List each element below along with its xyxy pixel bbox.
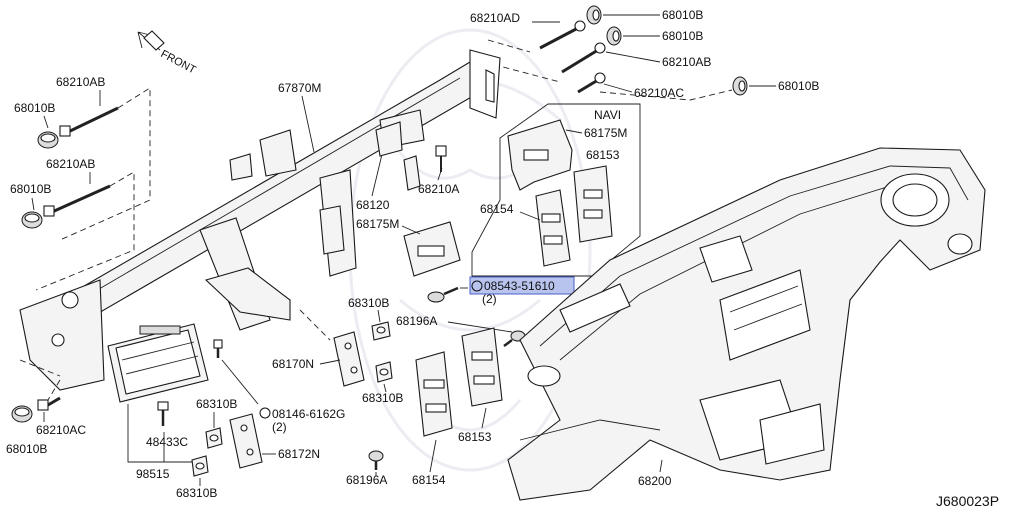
label-68153-lower: 68153 (458, 430, 492, 444)
label-48433C: 48433C (146, 435, 188, 449)
label-08146-6162G: 08146-6162G (272, 407, 345, 421)
standard-part-icon (471, 280, 483, 292)
label-68010B-left-3: 68010B (6, 442, 47, 456)
bracket-68153-navi (573, 165, 613, 243)
bolt-68210AC-right (577, 72, 633, 94)
dashed-leader-top (483, 39, 733, 101)
highlight-08543-51610 (469, 276, 575, 295)
clip-68310B-2 (375, 361, 393, 383)
front-label: FRONT (159, 48, 198, 77)
instrument-panel-68200 (507, 147, 986, 501)
label-68172N: 68172N (278, 447, 320, 461)
label-68210AB-left-1: 68210AB (56, 75, 105, 89)
navi-label: NAVI (594, 108, 621, 122)
navi-group-box (471, 103, 641, 277)
label-08543-51610: 08543-51610 (484, 279, 555, 293)
nut-68010B-left-1 (37, 131, 59, 149)
front-arrow-icon (137, 30, 165, 51)
label-67870M: 67870M (278, 81, 321, 95)
bracket-68120 (375, 121, 403, 157)
bracket-68175M-left (403, 221, 461, 277)
label-68196A-1: 68196A (396, 314, 437, 328)
screw-08543-51610 (427, 286, 468, 303)
label-68310B-4: 68310B (176, 486, 217, 500)
bracket-68170N (333, 331, 365, 387)
bolt-68210AC-left (37, 396, 61, 411)
bracket-68154-navi (535, 189, 571, 267)
bracket-68154-lower (415, 351, 453, 437)
label-68153-right: 68153 (586, 148, 620, 162)
label-68010B-left-2: 68010B (10, 182, 51, 196)
clip-68310B-4 (191, 455, 209, 477)
label-68010B-left-1: 68010B (14, 101, 55, 115)
label-68210AB-right: 68210AB (662, 55, 711, 69)
label-98515: 98515 (136, 467, 170, 481)
label-68010B-2: 68010B (662, 29, 703, 43)
label-68210AC-left: 68210AC (36, 423, 86, 437)
label-68310B-3: 68310B (196, 397, 237, 411)
label-68175M-right: 68175M (584, 126, 627, 140)
label-68154-right: 68154 (480, 202, 514, 216)
label-68120: 68120 (356, 198, 390, 212)
nut-68010B-3 (732, 76, 776, 96)
bolt-68210AB-left-1 (59, 106, 119, 137)
label-68210A: 68210A (418, 182, 459, 196)
bracket-68172N (229, 413, 263, 469)
diagram-reference-code: J680023P (936, 493, 999, 509)
nut-68010B-left-2 (21, 211, 43, 229)
qty-08543: (2) (482, 292, 497, 306)
nut-68010B-1 (586, 5, 660, 25)
bolt-68210AD (532, 20, 586, 50)
dashed-leader-left (35, 87, 151, 291)
qty-08146: (2) (272, 420, 287, 434)
label-68310B-1: 68310B (348, 296, 389, 310)
dashed-leader-68170N (299, 309, 331, 341)
standard-part-icon-2 (259, 407, 271, 419)
nut-68010B-left-3 (11, 405, 33, 423)
label-68210AC-right: 68210AC (634, 86, 684, 100)
label-68175M-left: 68175M (356, 217, 399, 231)
label-68010B-1: 68010B (662, 8, 703, 22)
bolt-48433C (157, 401, 169, 426)
label-68310B-2: 68310B (362, 391, 403, 405)
clip-68310B-3 (205, 427, 223, 449)
label-68210AD: 68210AD (470, 11, 520, 25)
label-68210AB-left-2: 68210AB (46, 157, 95, 171)
label-68200: 68200 (638, 474, 672, 488)
bracket-68175M-navi (507, 119, 573, 191)
airbag-module-98515 (107, 323, 209, 403)
bolt-08146-6162G (213, 339, 223, 358)
label-68010B-3: 68010B (778, 79, 819, 93)
steering-member-67870M (19, 49, 501, 391)
bracket-68153-lower (461, 327, 503, 407)
bolt-68210AB-left-2 (43, 184, 111, 217)
label-68170N: 68170N (272, 357, 314, 371)
screw-68196A-2 (368, 450, 384, 470)
bolt-68210AB-right (561, 42, 661, 74)
label-68154-lower: 68154 (412, 473, 446, 487)
dashed-leader-bottom-left (19, 359, 61, 401)
label-68196A-2: 68196A (346, 473, 387, 487)
clip-68310B-1 (371, 321, 391, 341)
bracket-68210A (403, 145, 447, 191)
nut-68010B-2 (606, 26, 660, 46)
